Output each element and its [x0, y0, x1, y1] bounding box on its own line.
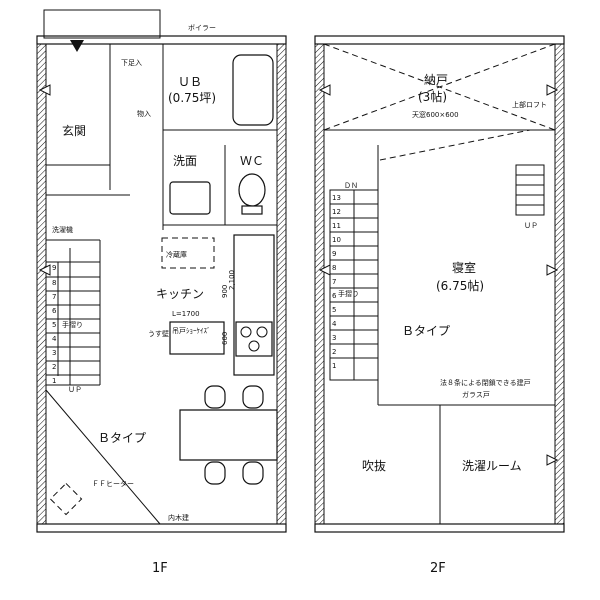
stair1-step: 3 [52, 349, 56, 357]
note-hanging-cabinet: 吊戸ｼｮｰｹｲｽﾞ [172, 327, 211, 335]
stair1-step: 9 [52, 264, 56, 272]
room-closet-size: (3帖) [418, 89, 447, 104]
stair2-step: 10 [332, 236, 341, 244]
room-washroom: 洗面 [173, 154, 197, 168]
floor1-label: 1F [152, 561, 168, 576]
room-kitchen: キッチン [156, 287, 204, 301]
floor1-wall-top [36, 35, 287, 45]
note-boiler: ボイラー [188, 24, 216, 32]
floor1-wall-right [276, 37, 287, 531]
room-closet: 納戸 [424, 73, 448, 87]
note-dn: ＤＮ [344, 182, 358, 190]
stair2-step: 6 [332, 292, 337, 300]
room-ub-size: (0.75坪) [168, 91, 216, 105]
note-kitchen-length: L=1700 [172, 310, 200, 318]
stair1-step: 6 [52, 307, 57, 315]
stair1-step: 8 [52, 279, 56, 287]
ff-heater [49, 482, 83, 516]
loft-ladder [515, 164, 545, 216]
stair2-step: 7 [332, 278, 336, 286]
note-up-1f: ＵＰ [68, 386, 82, 394]
stair1-step: 2 [52, 363, 56, 371]
toilet [238, 173, 266, 207]
floor2-wall-left [314, 37, 325, 531]
floor1-plan [36, 9, 287, 533]
floor2-label: 2F [430, 561, 446, 576]
bathtub [232, 54, 274, 126]
room-laundry: 洗濯機 [52, 225, 73, 234]
note-law: 法８条による閉鎖できる建戸 [440, 378, 531, 387]
room-fridge: 冷蔵庫 [166, 250, 187, 259]
note-inner-post: 内木建 [168, 513, 189, 522]
room-bedroom: 寝室 [452, 260, 476, 275]
note-dim-2100: 2,100 [228, 270, 236, 290]
room-wc: ＷＣ [240, 154, 264, 168]
note-dim-600: 600 [221, 332, 229, 345]
stair1-step: 1 [52, 377, 56, 385]
room-storage: 物入 [137, 109, 151, 118]
stair1-step: 5 [52, 321, 56, 329]
note-handrail-2f: 手摺り [338, 289, 359, 298]
room-shoe-storage: 下足入 [121, 59, 142, 67]
floor1-stair-numbers: 9 8 7 6 5 4 3 2 1 [52, 264, 57, 385]
floor1-wall-left [36, 37, 47, 531]
stair2-step: 4 [332, 320, 337, 328]
note-handrail-1f: 手摺り [62, 320, 83, 329]
note-loft: 上部ロフト [512, 100, 547, 109]
note-glass-door: ガラス戸 [462, 390, 490, 399]
note-skylight: 天窓600×600 [412, 110, 459, 119]
floor1-wall-bottom [36, 523, 287, 533]
entrance-arrow-icon [70, 40, 84, 52]
fridge-space [161, 237, 215, 269]
room-laundry-room: 洗濯ルーム [462, 459, 522, 473]
note-up-2f: ＵＰ [524, 222, 538, 230]
stair2-step: 12 [332, 208, 341, 216]
stair2-step: 5 [332, 306, 336, 314]
stair2-step: 9 [332, 250, 336, 258]
stair2-step: 3 [332, 334, 336, 342]
hanging-cabinet [169, 321, 225, 355]
stair1-step: 7 [52, 293, 56, 301]
stair2-step: 13 [332, 194, 341, 202]
floor2-wall-top [314, 35, 565, 45]
room-void: 吹抜 [362, 459, 386, 473]
room-ub: ＵＢ [178, 75, 202, 89]
stove [235, 321, 273, 357]
stair1-step: 4 [52, 335, 57, 343]
room-type-2f: Ｂタイプ [402, 324, 450, 338]
note-thin-wall: うす壁 [148, 329, 169, 338]
floor2-wall-right [554, 37, 565, 531]
room-bedroom-size: (6.75帖) [436, 278, 484, 293]
room-entrance: 玄関 [62, 123, 86, 138]
stair2-step: 2 [332, 348, 336, 356]
floor2-wall-bottom [314, 523, 565, 533]
floor2-stair-numbers: 13 12 11 10 9 8 7 6 5 4 3 2 1 [332, 194, 341, 370]
entrance-porch [43, 9, 161, 39]
room-type-1f: Ｂタイプ [98, 431, 146, 445]
stair2-step: 1 [332, 362, 336, 370]
stair2-step: 8 [332, 264, 336, 272]
stair2-step: 11 [332, 222, 341, 230]
note-dim-900: 900 [221, 285, 229, 298]
washbasin [169, 181, 211, 215]
floor2-plan [314, 35, 565, 533]
dining-table [179, 409, 278, 461]
note-ff-heater: ＦＦヒーター [92, 479, 134, 488]
